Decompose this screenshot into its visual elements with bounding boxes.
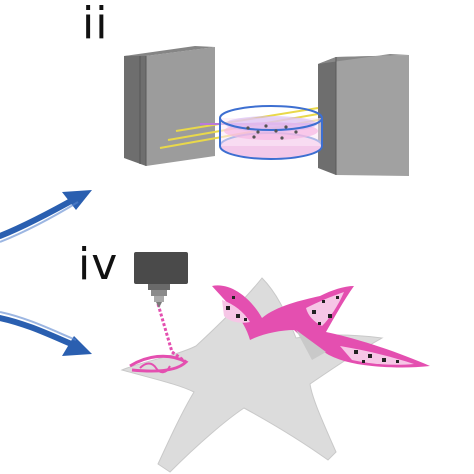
starfish-scaffold-icon [212, 285, 430, 368]
arrow-upper [0, 190, 92, 243]
print-nozzle-icon [134, 252, 188, 308]
arrow-lower [0, 311, 92, 356]
printed-filament [129, 303, 189, 374]
electrode-block-left [124, 46, 215, 166]
panel-label-iv: iv [78, 239, 119, 290]
electrode-block-icon [124, 56, 146, 166]
arrow-icon [0, 193, 83, 239]
panel-label-ii: ii [82, 0, 109, 49]
electrode-block-right [318, 54, 409, 176]
culture-dish-icon [219, 105, 323, 160]
